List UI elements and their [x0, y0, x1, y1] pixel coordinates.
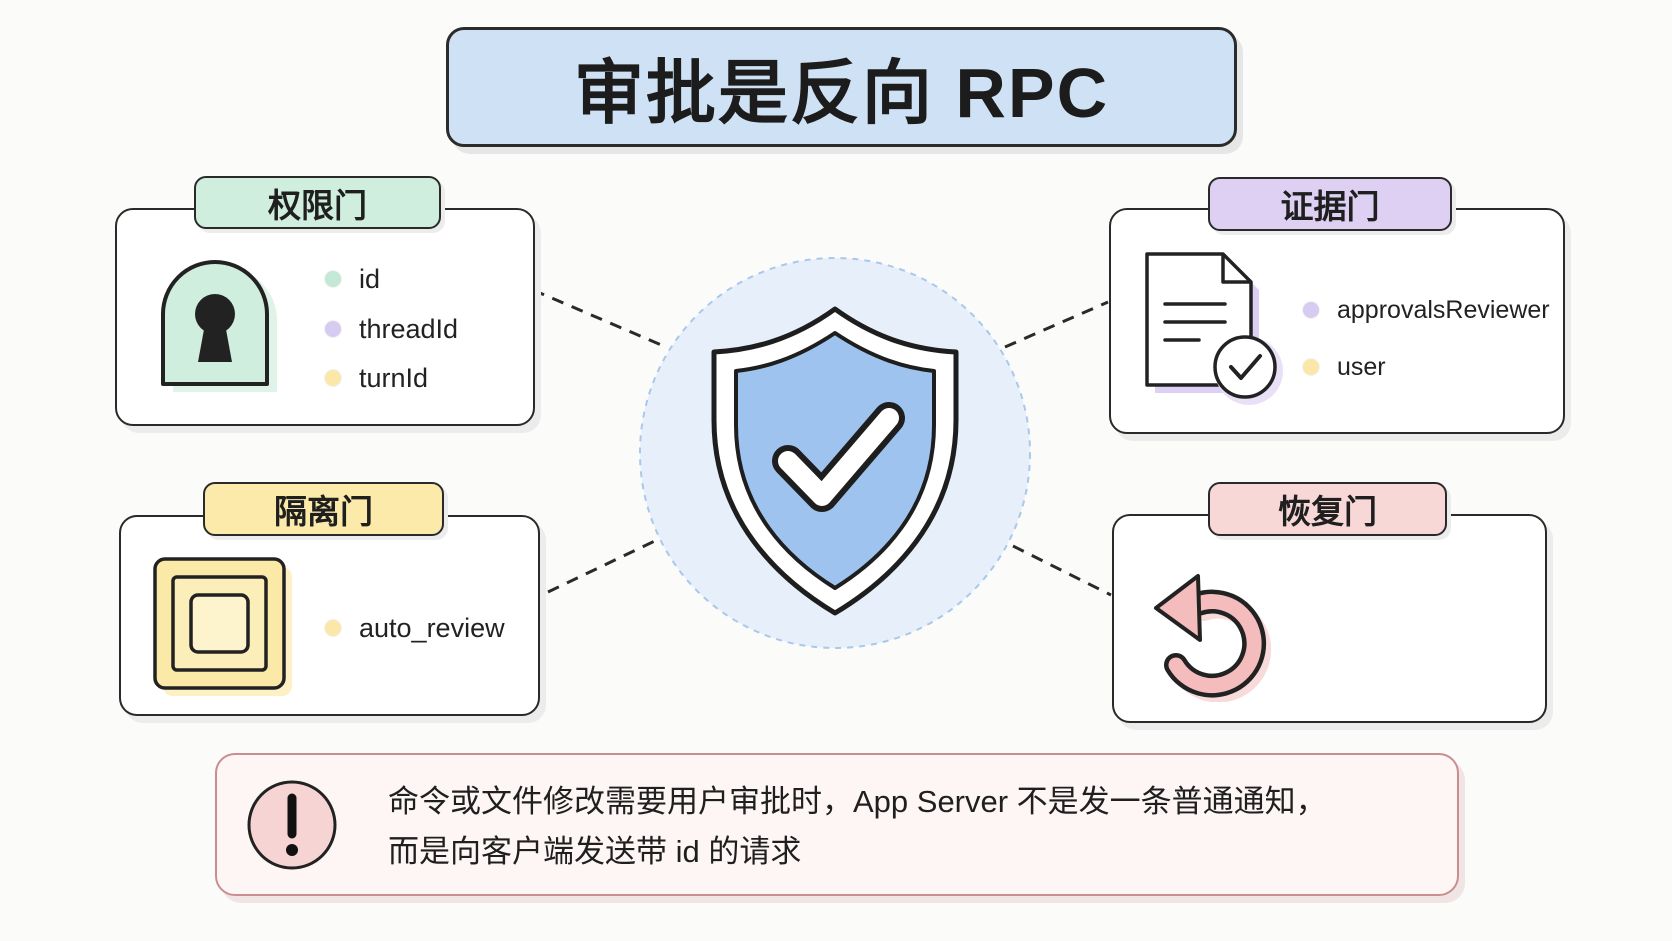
bullet-dot: [1303, 359, 1319, 375]
list-item: threadId: [325, 311, 458, 347]
tab-recovery-gate: 恢复门: [1208, 482, 1447, 536]
gate-label: 权限门: [268, 186, 367, 224]
gate-label: 隔离门: [274, 493, 373, 530]
note-text-line-2: 而是向客户端发送带 id 的请求: [388, 834, 802, 869]
gate-label: 恢复门: [1278, 493, 1377, 530]
undo-icon: [1154, 574, 1272, 702]
title-box: 审批是反向 RPC: [446, 27, 1237, 147]
keyhole-icon: [161, 260, 277, 392]
page-title: 审批是反向 RPC: [573, 53, 1110, 132]
list-item: turnId: [325, 360, 428, 396]
field-label: auto_review: [359, 612, 505, 643]
note-text-line-1: 命令或文件修改需要用户审批时，App Server 不是发一条普通通知，: [388, 784, 1327, 819]
list-item: user: [1303, 349, 1386, 385]
connector-permission: [532, 288, 667, 349]
note-callout: 命令或文件修改需要用户审批时，App Server 不是发一条普通通知， 而是向…: [215, 753, 1459, 896]
field-label: id: [359, 263, 381, 294]
list-item: approvalsReviewer: [1303, 292, 1550, 328]
connector-evidence: [1004, 300, 1109, 349]
field-label: threadId: [359, 313, 459, 344]
card-evidence-gate: approvalsReviewer user: [1109, 208, 1565, 434]
bullet-dot: [325, 321, 341, 337]
bullet-dot: [325, 370, 341, 386]
card-recovery-gate: [1112, 514, 1547, 723]
tab-isolation-gate: 隔离门: [203, 482, 444, 536]
field-label: user: [1337, 352, 1386, 381]
document-check-icon: [1145, 252, 1283, 405]
card-permission-gate: id threadId turnId: [115, 208, 535, 426]
field-label: turnId: [359, 362, 429, 393]
bullet-dot: [325, 271, 341, 287]
connector-isolation: [547, 536, 662, 594]
tab-evidence-gate: 证据门: [1208, 177, 1452, 231]
concentric-squares-icon: [153, 557, 292, 696]
tab-permission-gate: 权限门: [194, 176, 441, 229]
bullet-dot: [1303, 302, 1319, 318]
list-item: auto_review: [325, 610, 505, 646]
connector-recovery: [1012, 544, 1112, 597]
exclamation-icon: [247, 780, 337, 870]
card-isolation-gate: auto_review: [119, 515, 540, 716]
gate-label: 证据门: [1280, 188, 1380, 225]
bullet-dot: [325, 620, 341, 636]
field-label: approvalsReviewer: [1337, 295, 1550, 324]
shield-check-icon: [711, 306, 959, 616]
list-item: id: [325, 261, 380, 297]
